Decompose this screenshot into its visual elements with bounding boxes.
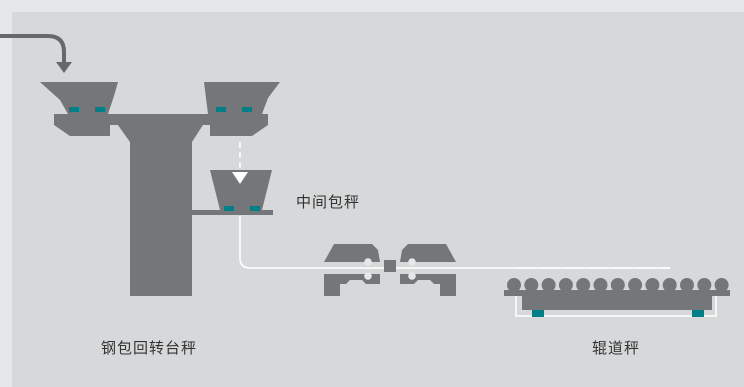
tundish-icon bbox=[192, 170, 273, 215]
roller bbox=[645, 278, 660, 292]
roller bbox=[576, 278, 591, 292]
roller bbox=[714, 278, 729, 292]
load-cell-icon bbox=[69, 107, 79, 112]
load-cell-icon bbox=[250, 206, 260, 211]
roller-table-icon bbox=[504, 278, 730, 317]
roller-group bbox=[507, 278, 729, 292]
ladle-turret-icon bbox=[40, 82, 280, 296]
load-cell-icon bbox=[532, 310, 544, 317]
roller bbox=[593, 278, 608, 292]
roller bbox=[558, 278, 573, 292]
load-cell-icon bbox=[216, 107, 226, 112]
roller bbox=[628, 278, 643, 292]
ladle-turret-scale-label: 钢包回转台秤 bbox=[101, 339, 198, 357]
roller bbox=[541, 278, 556, 292]
roller bbox=[507, 278, 521, 292]
load-cell-icon bbox=[224, 206, 234, 211]
right-ladle bbox=[204, 82, 280, 114]
roller bbox=[680, 278, 694, 292]
flow-path bbox=[239, 142, 670, 269]
continuous-caster-icon bbox=[324, 244, 456, 296]
roller bbox=[662, 278, 677, 292]
load-cell-icon bbox=[692, 310, 704, 317]
roller bbox=[524, 278, 539, 292]
tundish-scale-label: 中间包秤 bbox=[296, 193, 361, 211]
roller-table-scale-label: 辊道秤 bbox=[592, 339, 641, 357]
left-ladle bbox=[40, 82, 118, 114]
roller bbox=[610, 278, 625, 292]
roller bbox=[697, 278, 712, 292]
flow-arrow-icon bbox=[0, 34, 72, 73]
load-cell-icon bbox=[95, 107, 105, 112]
load-cell-icon bbox=[242, 107, 252, 112]
